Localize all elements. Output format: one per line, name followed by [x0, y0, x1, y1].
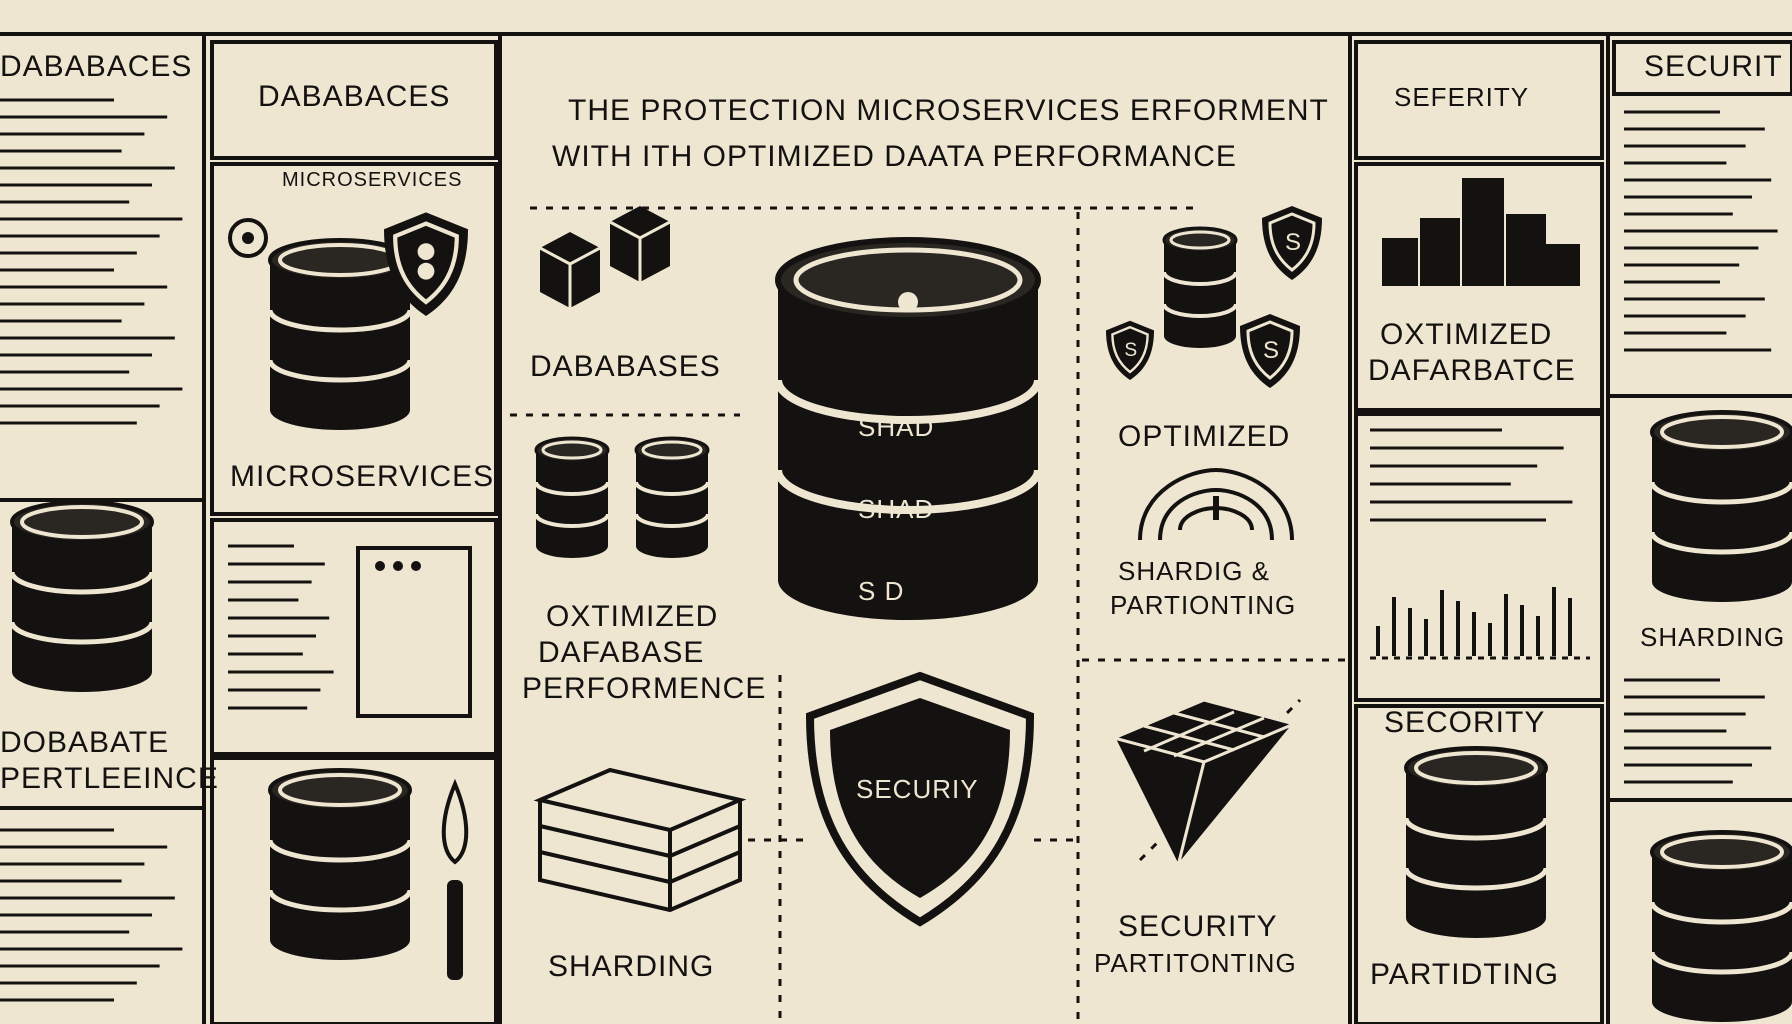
col5-header: SEFERITY [1394, 82, 1529, 112]
s-shield-icon-1: S [1260, 204, 1324, 282]
right-database-icon-2 [1652, 832, 1792, 1022]
tick-chart-icon [1370, 587, 1590, 660]
document-icon [356, 546, 472, 718]
col4-sharding-1: SHARDIG & [1118, 556, 1270, 586]
col4-database-icon [1162, 226, 1238, 350]
col2-database-icon [270, 240, 410, 430]
col5-optimized-1: OXTIMIZED [1380, 318, 1552, 351]
security-shield-icon [805, 671, 1035, 927]
col5-security: SECORITY [1384, 706, 1545, 739]
right-top-label: SECURIT [1644, 50, 1783, 83]
center-optimized-3: PERFORMENCE [522, 672, 766, 705]
left-bottom-label-1: DOBABATE [0, 726, 169, 759]
bar-blocks-icon [1382, 178, 1580, 286]
grid-cube-icon [1109, 698, 1299, 871]
shard-label-3: S D [858, 576, 904, 606]
title-line-1: THE PROTECTION MICROSERVICES ERFORMENT [568, 94, 1329, 127]
small-database-pair-icon [534, 436, 710, 560]
fingerprint-icon [1138, 467, 1294, 541]
main-sharded-database-icon [774, 237, 1042, 620]
shield-icon [384, 212, 468, 316]
col2-micro-big: MICROSERVICES [230, 460, 494, 493]
col2-bottom-database-icon [270, 770, 410, 960]
security-badge-label: SECURIY [856, 774, 979, 804]
layered-blocks-icon [533, 767, 747, 913]
text-line-fillers [0, 98, 1778, 1002]
right-sharding-label: SHARDING [1640, 622, 1785, 652]
center-databases-label: DABABASES [530, 350, 721, 383]
panel-grid [0, 32, 1792, 1024]
center-optimized-1: OXTIMIZED [546, 600, 718, 633]
right-database-icon-1 [1652, 412, 1792, 602]
svg-text:S: S [1124, 340, 1138, 361]
svg-text:S: S [1285, 229, 1302, 256]
col5-database-icon [1406, 748, 1546, 938]
left-bottom-label-2: PERTLEEINCE [0, 762, 219, 795]
center-sharding-label: SHARDING [548, 950, 714, 983]
shard-label-1: SHAD [858, 412, 934, 442]
col2-header: DABABACES [258, 80, 450, 113]
col5-optimized-2: DAFARBATCE [1368, 354, 1576, 387]
left-database-icon [12, 502, 152, 692]
col4-security-1: SECURITY [1118, 910, 1278, 943]
left-top-label: DABABACES [0, 50, 192, 83]
cubes-icon [538, 204, 672, 310]
center-optimized-2: DAFABASE [538, 636, 704, 669]
col4-optimized-label: OPTIMIZED [1118, 420, 1290, 453]
s-shield-icon-3: S [1238, 312, 1302, 390]
pen-icon [441, 778, 469, 980]
svg-text:S: S [1263, 337, 1280, 364]
col5-partiding: PARTIDTING [1370, 958, 1559, 991]
col2-micro-small: MICROSERVICES [282, 169, 462, 191]
shard-label-2: SHAD [858, 494, 934, 524]
s-shield-icon-2: S [1104, 319, 1156, 382]
col4-sharding-2: PARTIONTING [1110, 590, 1296, 620]
target-icon [228, 218, 268, 258]
title-line-2: WITH ITH OPTIMIZED DAATA PERFORMANCE [552, 140, 1237, 173]
col4-security-2: PARTITONTING [1094, 948, 1297, 978]
